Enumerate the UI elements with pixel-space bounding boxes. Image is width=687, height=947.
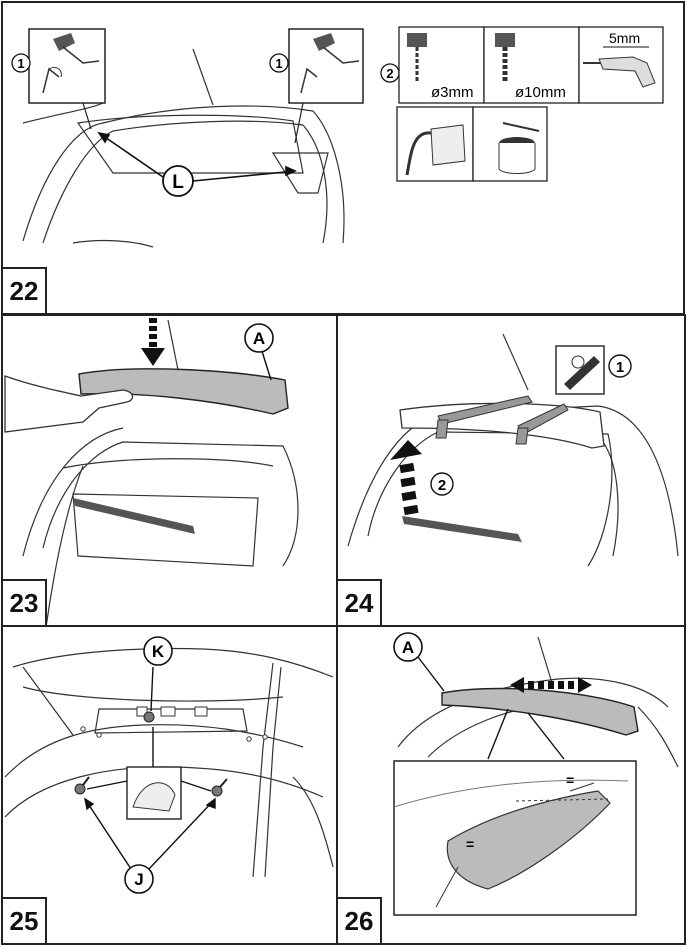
callout-step2-label: 2 — [386, 66, 393, 81]
callout-L-label: L — [172, 172, 184, 193]
step-23-panel: A 23 — [1, 314, 338, 627]
callout-A-leader — [260, 347, 272, 381]
tailgate-interior-outline — [4, 647, 334, 878]
drill-bit-10mm-box: ø10mm — [483, 26, 580, 104]
spoiler-A — [441, 687, 639, 736]
hand-tighten-inset — [126, 766, 182, 820]
step-23-illustration: A — [4, 318, 299, 625]
step-22-illustration: L 1 1 2 ø3mm ø10mm 5mm — [11, 26, 664, 248]
lift-arrow — [390, 440, 422, 516]
marking-inset-left — [28, 28, 106, 130]
wiper — [73, 498, 195, 534]
callout-step2: 2 — [430, 472, 454, 496]
callout-J-label: J — [134, 870, 143, 889]
spoiler-A — [78, 368, 289, 415]
callout-step1-right-label: 1 — [275, 56, 282, 71]
vacuum-cleaner-box — [396, 106, 474, 182]
marking-inset-right — [288, 28, 364, 144]
equal-mark-bottom: = — [466, 836, 474, 852]
nut-K — [143, 711, 155, 723]
drill-depth-box: 5mm — [578, 26, 664, 104]
step-24-number: 24 — [338, 579, 382, 625]
leader-lines — [83, 666, 216, 870]
step-23-number: 23 — [3, 579, 47, 625]
callout-L-leaders — [97, 131, 297, 182]
step-26-illustration: A = = — [393, 632, 679, 916]
bolt-J-left — [74, 776, 90, 795]
tape-inset — [555, 345, 605, 395]
callout-K: K — [143, 636, 173, 666]
callout-L: L — [162, 165, 194, 197]
car-rear-outline — [22, 319, 299, 625]
car-rear-outline — [22, 48, 345, 248]
wiper — [402, 516, 522, 542]
callout-K-label: K — [152, 642, 165, 661]
callout-step1-right: 1 — [269, 53, 289, 73]
step-22-panel: L 1 1 2 ø3mm ø10mm 5mm — [1, 1, 685, 315]
step-25-number: 25 — [3, 897, 47, 943]
depth-label: 5mm — [609, 30, 640, 46]
drill-10mm-label: ø10mm — [515, 84, 566, 101]
step-24-illustration: 1 2 — [347, 333, 679, 567]
drill-3mm-label: ø3mm — [431, 84, 474, 101]
callout-A-leader — [417, 656, 565, 760]
callout-A-label: A — [402, 638, 414, 657]
alignment-detail-inset: = = — [393, 760, 637, 916]
callout-step2: 2 — [380, 63, 400, 83]
tape-strips — [435, 395, 569, 445]
spoiler-outline — [399, 402, 605, 449]
plug-holes — [80, 706, 268, 742]
step-24-panel: 1 2 24 — [336, 314, 686, 627]
step-25-panel: K J 25 — [1, 625, 338, 945]
bolt-J-right — [211, 778, 228, 797]
step-26-number: 26 — [338, 897, 382, 943]
callout-J: J — [124, 864, 154, 894]
callout-step1-label: 1 — [616, 359, 624, 376]
equal-mark-top: = — [566, 772, 574, 788]
step-25-illustration: K J — [4, 636, 334, 894]
step-22-number: 22 — [3, 267, 47, 313]
drill-bit-3mm-box: ø3mm — [398, 26, 485, 104]
step-26-panel: A = = 26 — [336, 625, 686, 945]
press-down-arrow — [141, 318, 165, 366]
callout-A-label: A — [253, 329, 265, 348]
callout-step1-left: 1 — [11, 53, 31, 73]
callout-A: A — [244, 323, 274, 353]
callout-step2-label: 2 — [438, 477, 446, 494]
paint-can-box — [472, 106, 548, 182]
hand-arm — [4, 375, 134, 433]
callout-step1-left-label: 1 — [17, 56, 24, 71]
callout-step1: 1 — [608, 354, 632, 378]
callout-A: A — [393, 632, 423, 662]
centering-arrow — [510, 677, 592, 693]
